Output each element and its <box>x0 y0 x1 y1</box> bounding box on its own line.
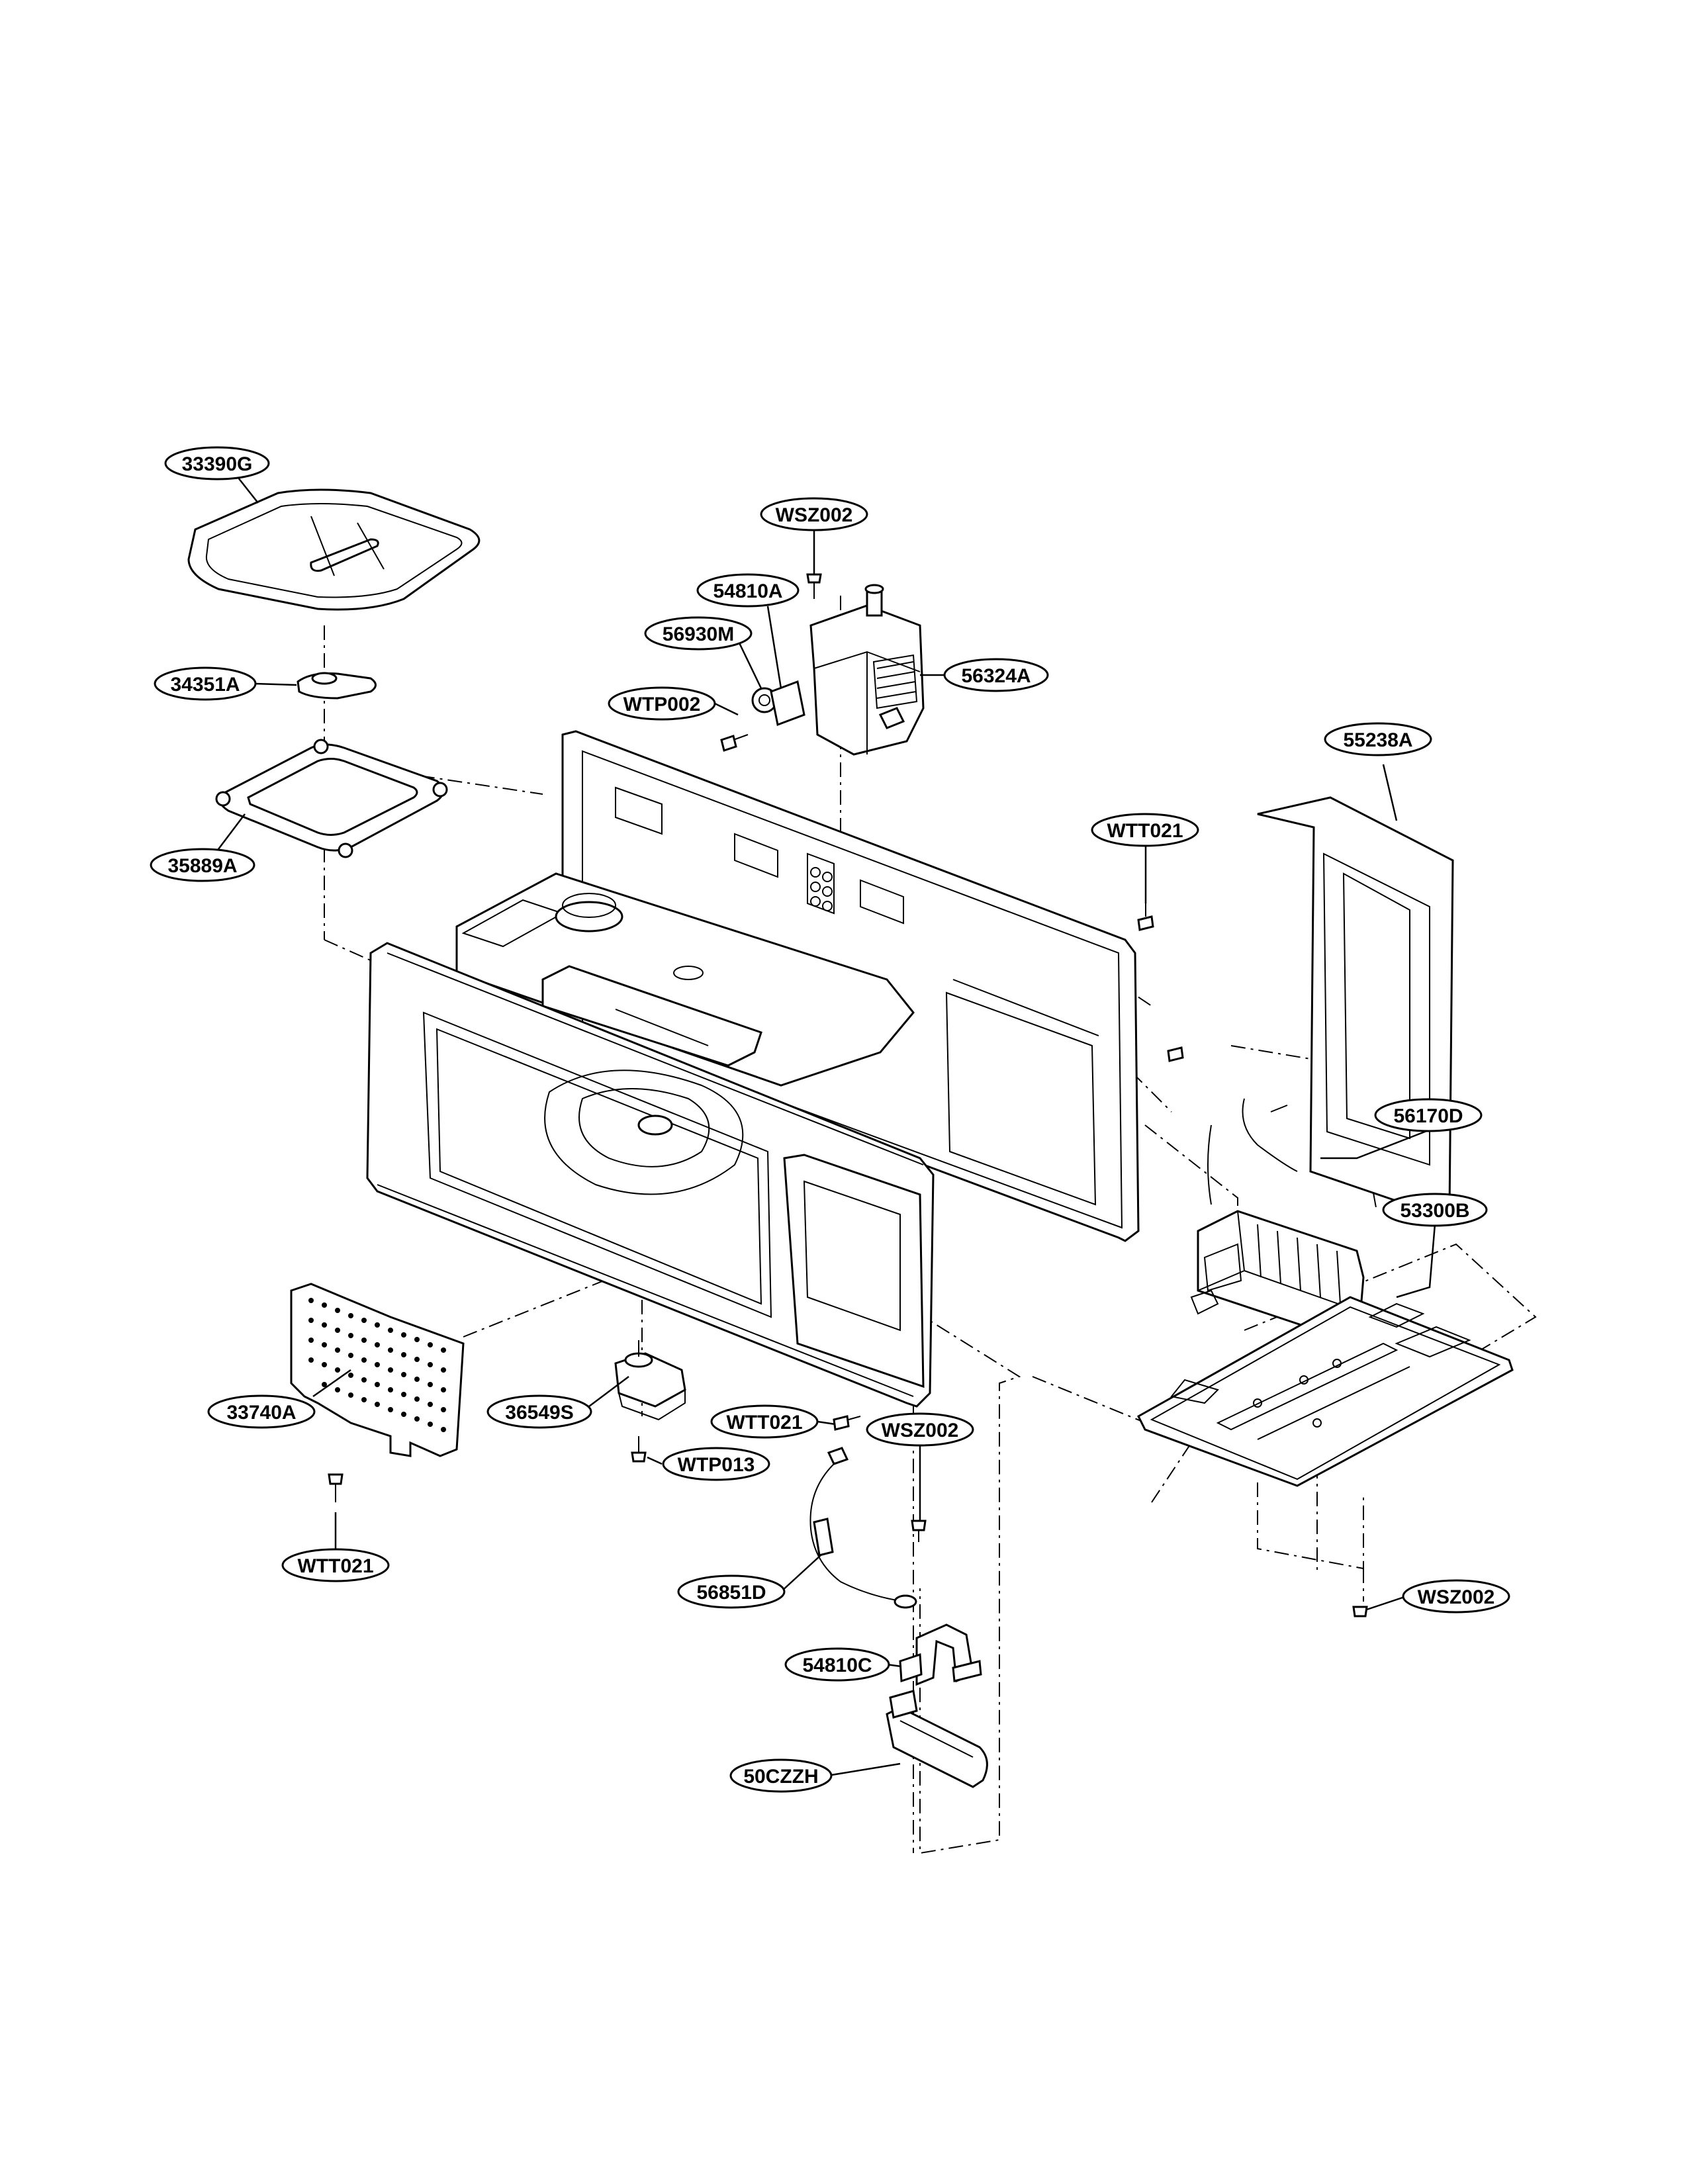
label-WSZ002-bottom: WSZ002 <box>1418 1586 1495 1608</box>
screw-wsz002-mid <box>911 1520 927 1542</box>
label-WTP002: WTP002 <box>623 694 701 715</box>
callout-50CZZH: 50CZZH <box>729 1758 833 1793</box>
magnetron-part <box>809 584 925 756</box>
callout-56324A: 56324A <box>943 658 1049 692</box>
label-WTT021-left: WTT021 <box>297 1555 373 1577</box>
label-53300B: 53300B <box>1400 1200 1469 1222</box>
callout-56851D: 56851D <box>677 1574 786 1609</box>
bracket-54810c-part <box>899 1623 982 1686</box>
label-34351A: 34351A <box>170 674 240 696</box>
label-WTP013: WTP013 <box>678 1454 755 1476</box>
callout-55238A: 55238A <box>1324 722 1432 756</box>
callout-WSZ002-bottom: WSZ002 <box>1402 1579 1510 1614</box>
label-WSZ002-mid: WSZ002 <box>882 1420 959 1441</box>
screw-wtt021-right <box>1137 903 1154 931</box>
roller-hub-part <box>297 672 377 700</box>
label-33740A: 33740A <box>226 1402 296 1424</box>
label-56851D: 56851D <box>696 1582 766 1604</box>
label-56324A: 56324A <box>961 665 1031 687</box>
screw-wtp002 <box>720 734 749 752</box>
callout-33390G: 33390G <box>164 446 270 480</box>
screw-wsz002-bottom <box>1352 1606 1368 1617</box>
label-36549S: 36549S <box>505 1402 573 1424</box>
callout-WSZ002-top: WSZ002 <box>760 497 868 531</box>
callout-WTP013: WTP013 <box>662 1447 770 1481</box>
label-50CZZH: 50CZZH <box>743 1766 818 1788</box>
callout-54810A: 54810A <box>696 573 800 608</box>
screw-wtt021-small <box>1167 1046 1184 1062</box>
callout-56170D: 56170D <box>1374 1098 1483 1132</box>
turntable-motor-part <box>614 1340 686 1421</box>
label-33390G: 33390G <box>182 453 253 475</box>
cavity-assembly <box>366 730 1140 1408</box>
screw-wtp013 <box>631 1436 647 1463</box>
leader-lines <box>218 477 1436 1777</box>
screw-wtt021-mid <box>833 1415 861 1431</box>
callout-33740A: 33740A <box>207 1394 316 1429</box>
screw-wtt021-left <box>328 1473 344 1502</box>
label-35889A: 35889A <box>167 855 237 877</box>
callout-34351A: 34351A <box>154 666 257 701</box>
callout-35889A: 35889A <box>150 848 255 882</box>
shield-cover-part <box>1257 796 1454 1216</box>
callout-WTT021-mid: WTT021 <box>710 1404 819 1439</box>
callout-53300B: 53300B <box>1382 1193 1488 1227</box>
label-56170D: 56170D <box>1393 1105 1463 1127</box>
glass-tray-part <box>187 488 481 611</box>
callout-WTT021-right: WTT021 <box>1091 813 1199 847</box>
wire-harness-part <box>809 1447 917 1609</box>
label-WSZ002-top: WSZ002 <box>776 504 853 526</box>
label-56930M: 56930M <box>663 623 734 645</box>
label-WTT021-right: WTT021 <box>1107 820 1183 842</box>
callout-54810C: 54810C <box>784 1647 890 1682</box>
callout-WTT021-left: WTT021 <box>281 1548 390 1582</box>
sensor-50czzh-part <box>886 1690 988 1788</box>
callouts: 33390G 34351A 35889A WSZ002 54810A 56930… <box>150 446 1510 1793</box>
label-55238A: 55238A <box>1343 729 1412 751</box>
callout-WTP002: WTP002 <box>608 686 716 721</box>
callout-WSZ002-mid: WSZ002 <box>866 1412 974 1447</box>
base-plate-part <box>1137 1296 1514 1487</box>
screws <box>328 573 1368 1617</box>
vent-grille-part <box>290 1283 465 1457</box>
screw-wsz002-top <box>806 573 822 599</box>
thermostat-part <box>751 680 805 727</box>
label-54810A: 54810A <box>713 580 782 602</box>
grille-holes <box>308 1298 446 1432</box>
label-54810C: 54810C <box>802 1655 872 1676</box>
callout-36549S: 36549S <box>486 1394 592 1429</box>
label-WTT021-mid: WTT021 <box>726 1412 802 1433</box>
callout-56930M: 56930M <box>644 616 753 651</box>
roller-ring-part <box>215 739 448 858</box>
transformer-part <box>1190 1098 1365 1332</box>
